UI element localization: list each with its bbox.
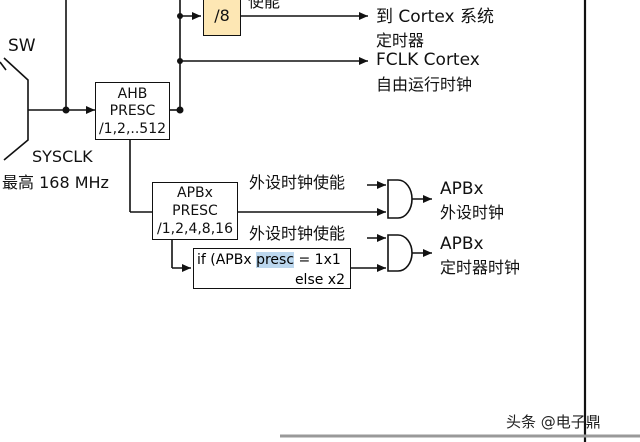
junction-dot-div8: [177, 13, 183, 19]
max-freq-label: 最高 168 MHz: [2, 173, 109, 192]
cortex-timer-line2: 定时器: [376, 31, 425, 50]
mux-label: SW: [8, 36, 36, 56]
junction-dot-fclk: [177, 58, 183, 64]
div8-label: /8: [214, 6, 230, 25]
periph-enable-label-1: 外设时钟使能: [249, 173, 346, 192]
junction-dot-sysclk: [62, 106, 70, 114]
calc-line2: else x2: [294, 272, 345, 288]
ahb-presc-box: AHB PRESC /1,2,..512: [95, 82, 170, 140]
ahb-presc-line2: PRESC: [109, 103, 156, 119]
apb-presc-line2: PRESC: [172, 203, 218, 219]
calc-highlight: presc: [256, 252, 295, 268]
apb-periph-clock-line2: 外设时钟: [440, 203, 505, 222]
timer-multiplier-box: if (APBx presc = 1x1 else x2: [193, 248, 351, 289]
apb-presc-line1: APBx: [177, 185, 213, 201]
and-gate-timer: [387, 234, 413, 272]
calc-suffix: = 1x1: [294, 252, 341, 268]
ahb-presc-line1: AHB: [117, 86, 148, 102]
and-gate-periph: [387, 179, 413, 219]
calc-prefix: if (APBx: [197, 252, 257, 268]
watermark: 头条 @电子鼎: [506, 413, 601, 431]
apb-periph-clock-line1: APBx: [440, 179, 484, 199]
div8-box: /8: [203, 0, 241, 36]
calc-line1: if (APBx presc = 1x1: [197, 252, 341, 268]
junction-dot-ahb: [176, 106, 184, 114]
apb-timer-clock-line1: APBx: [440, 234, 484, 254]
cortex-timer-line1: 到 Cortex 系统: [376, 7, 494, 27]
sw-mux-shape: [3, 57, 29, 161]
apb-presc-box: APBx PRESC /1,2,4,8,16: [152, 182, 238, 240]
fclk-line1: FCLK Cortex: [376, 50, 480, 70]
ahb-presc-line3: /1,2,..512: [98, 121, 167, 137]
sysclk-label: SYSCLK: [32, 147, 93, 166]
apb-presc-line3: /1,2,4,8,16: [157, 221, 233, 237]
enable-partial-label: 使能: [248, 0, 281, 11]
periph-enable-label-2: 外设时钟使能: [249, 224, 346, 243]
apb-timer-clock-line2: 定时器时钟: [440, 258, 521, 277]
fclk-line2: 自由运行时钟: [376, 75, 473, 94]
